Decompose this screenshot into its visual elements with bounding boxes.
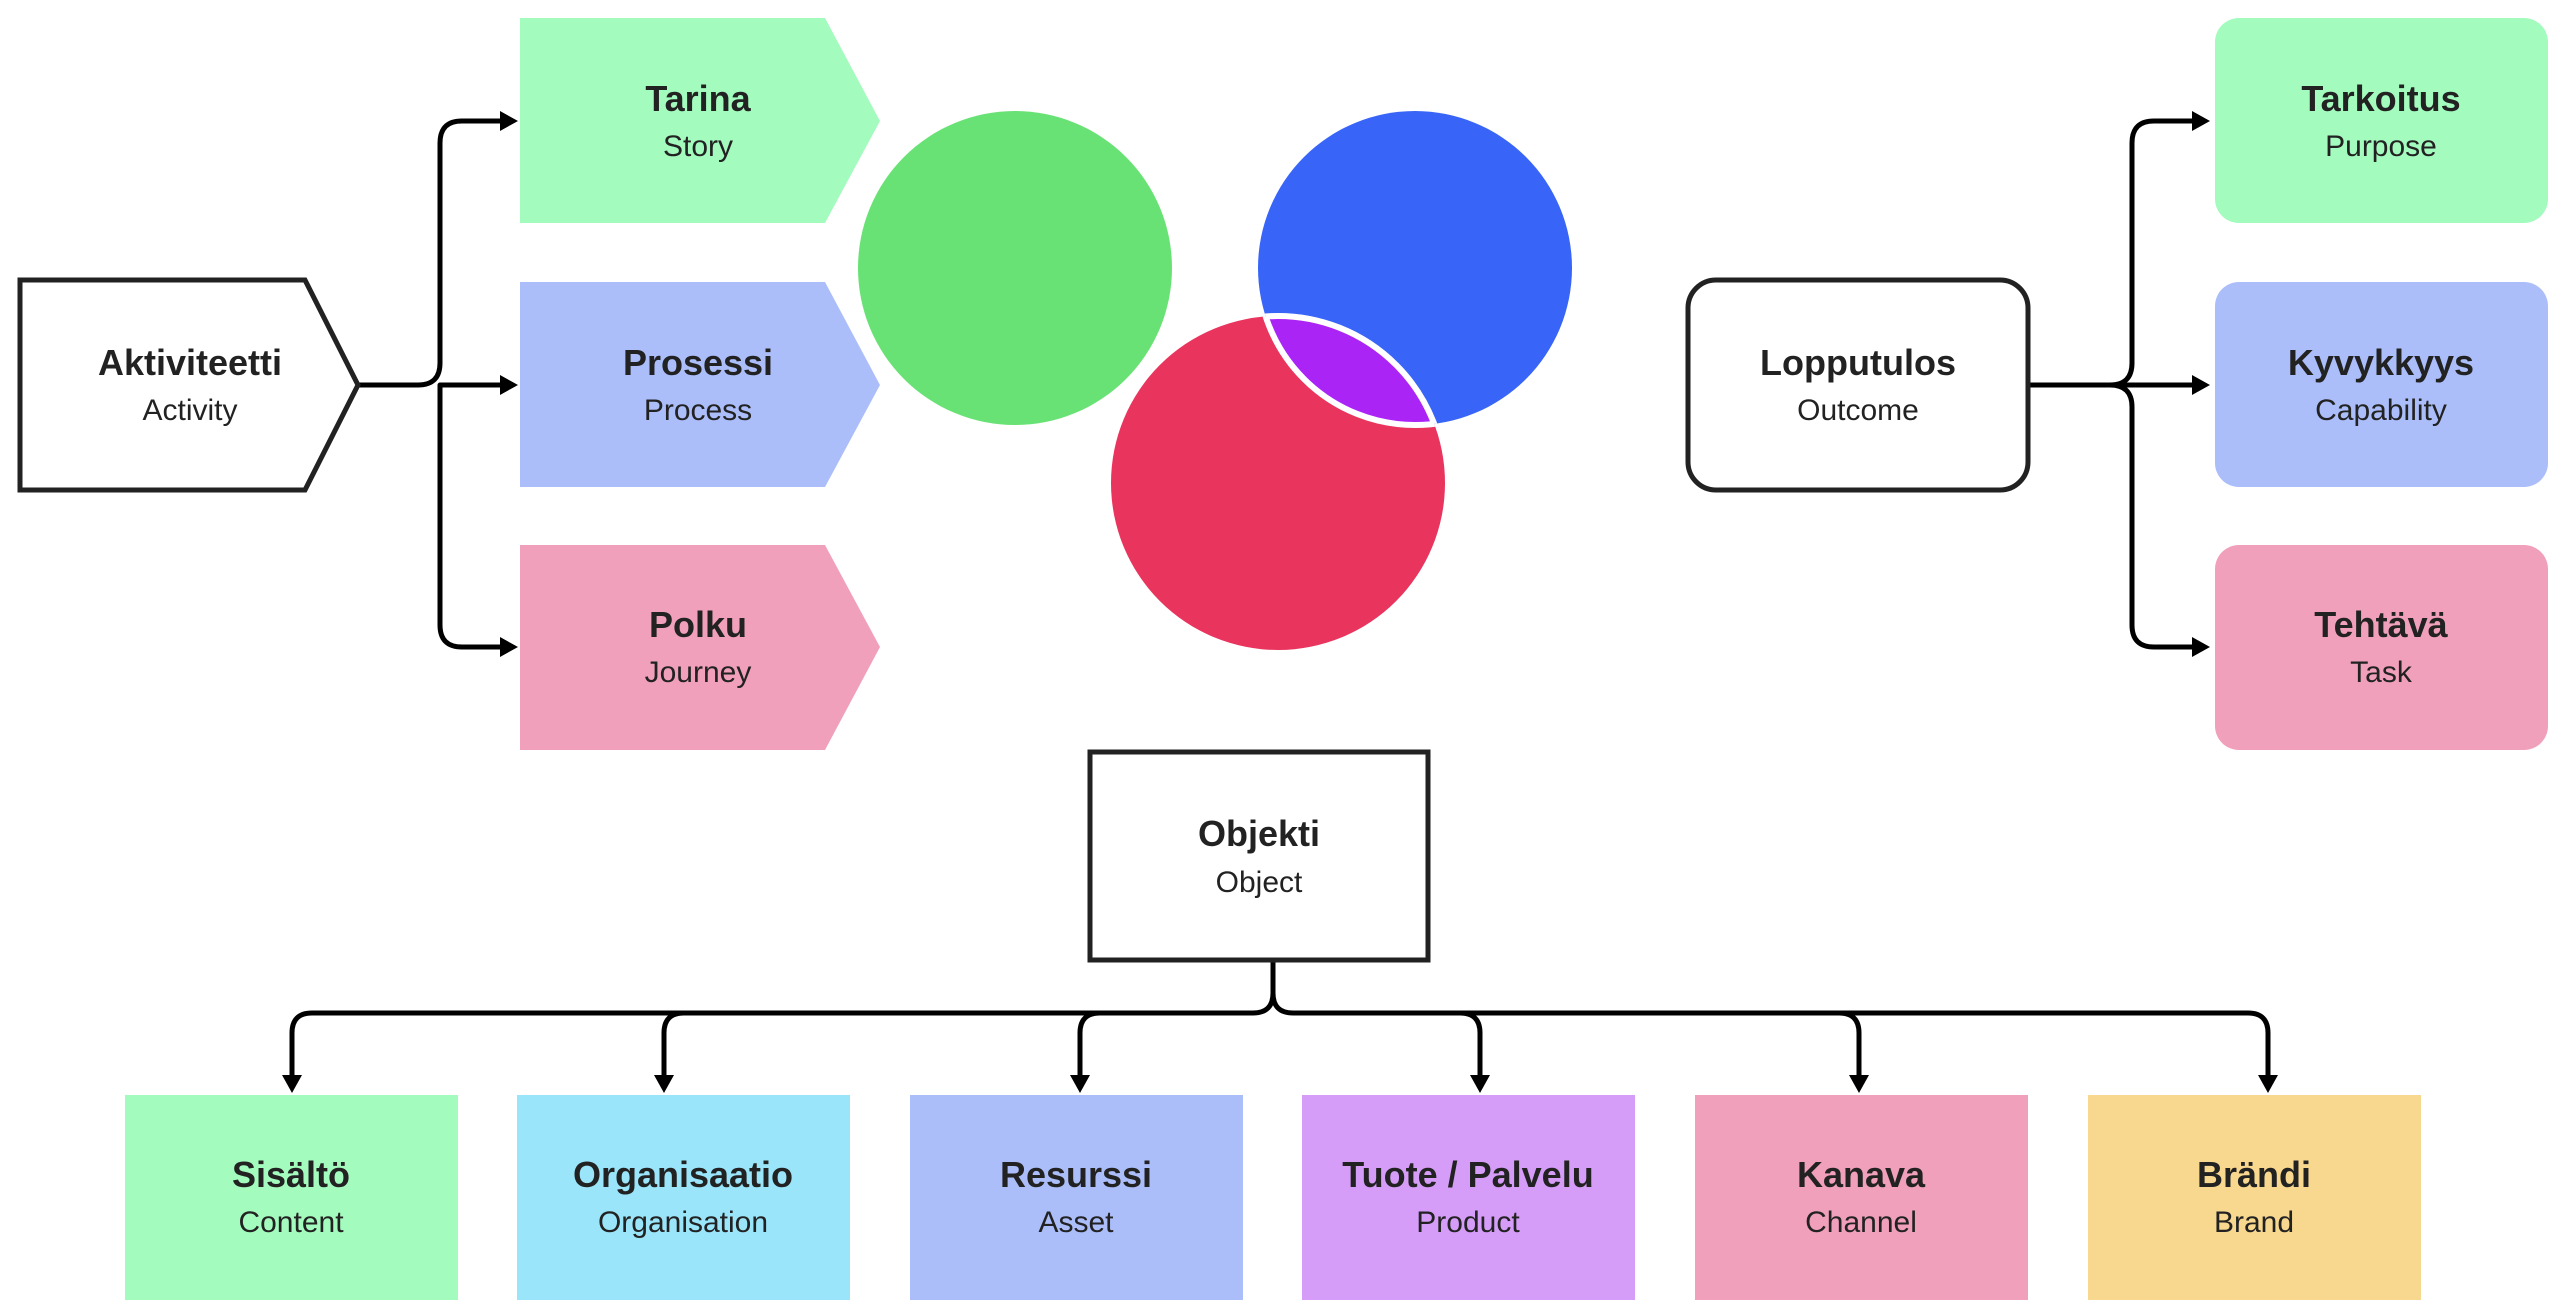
object-group: Objekti Object Sisältö Content Organisaa…: [125, 749, 2421, 1300]
arrowhead: [654, 1075, 674, 1093]
node-shape: [910, 1095, 1243, 1300]
venn-diagram: [858, 111, 1572, 650]
arrowhead: [1849, 1075, 1869, 1093]
node-resurssi[interactable]: Resurssi Asset: [910, 1095, 1243, 1300]
activity-connector: [355, 118, 513, 650]
node-shape: [1695, 1095, 2028, 1300]
venn-circle-green: [858, 111, 1172, 425]
node-shape: [2215, 545, 2548, 750]
object-root-node[interactable]: Objekti Object: [1087, 749, 1431, 963]
node-kanava[interactable]: Kanava Channel: [1695, 1095, 2028, 1300]
node-title: Prosessi: [623, 342, 773, 383]
node-tehtava[interactable]: Tehtävä Task: [2215, 545, 2548, 750]
arrowhead: [1070, 1075, 1090, 1093]
node-brandi[interactable]: Brändi Brand: [2088, 1095, 2421, 1300]
node-subtitle: Content: [238, 1206, 344, 1239]
node-title: Tarkoitus: [2301, 78, 2460, 119]
node-title: Objekti: [1198, 813, 1320, 854]
node-subtitle: Capability: [2315, 394, 2447, 427]
node-title: Tehtävä: [2314, 604, 2448, 645]
node-subtitle: Object: [1216, 866, 1303, 899]
arrowhead: [500, 375, 518, 395]
node-shape: [517, 1095, 850, 1300]
node-title: Organisaatio: [573, 1154, 793, 1195]
node-tarina[interactable]: Tarina Story: [520, 18, 880, 223]
node-title: Kyvykkyys: [2288, 342, 2474, 383]
node-title: Tuote / Palvelu: [1342, 1154, 1593, 1195]
node-subtitle: Purpose: [2325, 130, 2437, 163]
node-organisaatio[interactable]: Organisaatio Organisation: [517, 1095, 850, 1300]
node-sisalto[interactable]: Sisältö Content: [125, 1095, 458, 1300]
node-shape: [2215, 18, 2548, 223]
node-title: Aktiviteetti: [98, 342, 282, 383]
node-subtitle: Outcome: [1797, 394, 1919, 427]
arrowhead: [2192, 637, 2210, 657]
node-subtitle: Product: [1416, 1206, 1520, 1239]
outcome-connector: [2025, 118, 2203, 650]
arrowhead: [282, 1075, 302, 1093]
node-subtitle: Story: [663, 130, 733, 163]
node-shape: [2215, 282, 2548, 487]
node-shape: [125, 1095, 458, 1300]
node-shape: [1302, 1095, 1635, 1300]
node-title: Kanava: [1797, 1154, 1926, 1195]
node-title: Resurssi: [1000, 1154, 1152, 1195]
node-subtitle: Activity: [142, 394, 237, 427]
node-title: Lopputulos: [1760, 342, 1956, 383]
node-subtitle: Channel: [1805, 1206, 1917, 1239]
node-tuote-palvelu[interactable]: Tuote / Palvelu Product: [1302, 1095, 1635, 1300]
arrowhead: [2192, 111, 2210, 131]
arrowhead: [2258, 1075, 2278, 1093]
node-shape: [520, 18, 880, 223]
object-connector: [289, 957, 2271, 1088]
arrowhead: [500, 637, 518, 657]
outcome-root-node[interactable]: Lopputulos Outcome: [1685, 277, 2031, 493]
node-polku[interactable]: Polku Journey: [520, 545, 880, 750]
arrowhead: [1470, 1075, 1490, 1093]
node-shape: [2088, 1095, 2421, 1300]
node-subtitle: Asset: [1038, 1206, 1114, 1239]
node-subtitle: Task: [2350, 656, 2413, 689]
node-tarkoitus[interactable]: Tarkoitus Purpose: [2215, 18, 2548, 223]
node-shape: [520, 545, 880, 750]
node-kyvykkyys[interactable]: Kyvykkyys Capability: [2215, 282, 2548, 487]
node-subtitle: Journey: [645, 656, 752, 689]
node-subtitle: Process: [644, 394, 752, 427]
arrowhead: [500, 111, 518, 131]
activity-group: Aktiviteetti Activity Tarina Story Prose…: [17, 18, 880, 750]
venn-overlap-blue-red: [1258, 316, 1445, 425]
node-title: Sisältö: [232, 1154, 350, 1195]
outcome-group: Lopputulos Outcome Tarkoitus Purpose Kyv…: [1685, 18, 2548, 750]
node-title: Tarina: [645, 78, 751, 119]
activity-root-node[interactable]: Aktiviteetti Activity: [17, 277, 361, 493]
node-subtitle: Organisation: [598, 1206, 768, 1239]
arrowhead: [2192, 375, 2210, 395]
node-prosessi[interactable]: Prosessi Process: [520, 282, 880, 487]
node-title: Brändi: [2197, 1154, 2311, 1195]
node-title: Polku: [649, 604, 747, 645]
node-shape: [520, 282, 880, 487]
node-subtitle: Brand: [2214, 1206, 2294, 1239]
